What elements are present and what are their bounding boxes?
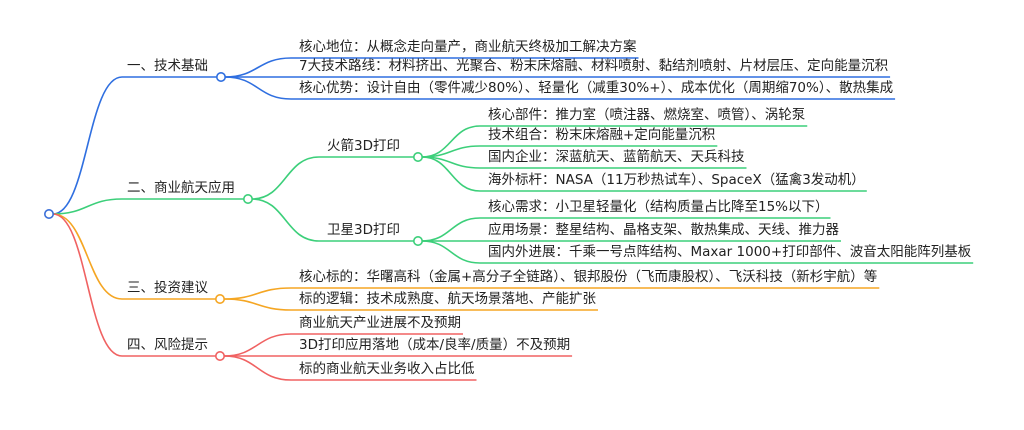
leaf-core-targets[interactable]: 核心标的：华曙高科（金属+高分子全链路）、银邦股份（飞而康股权）、飞沃科技（新杉… xyxy=(299,269,878,285)
leaf-risk-industry[interactable]: 商业航天产业进展不及预期 xyxy=(299,315,461,331)
leaf-rocket-core-parts[interactable]: 核心部件：推力室（喷注器、燃烧室、喷管）、涡轮泵 xyxy=(488,107,806,123)
edge-sub-1-leaf-0 xyxy=(421,217,481,242)
edge-sub-0-leaf-3 xyxy=(421,156,481,192)
branch-node-dot-3[interactable] xyxy=(215,350,226,361)
sub-node-dot-1[interactable] xyxy=(412,236,423,247)
edge-branch-3-leaf-0 xyxy=(223,333,292,357)
leaf-core-advantages[interactable]: 核心优势：设计自由（零件减少80%）、轻量化（减重30%+）、成本优化（周期缩7… xyxy=(299,80,894,96)
branch-risk[interactable]: 四、风险提示 xyxy=(127,337,208,353)
branch-node-dot-0[interactable] xyxy=(216,72,227,83)
edge-sub-1-leaf-2 xyxy=(421,240,481,264)
edge-branch-0-leaf-2 xyxy=(224,76,292,100)
leaf-sat-scenarios[interactable]: 应用场景：整星结构、晶格支架、散热集成、天线、推力器 xyxy=(488,222,839,238)
edge-root-branch-1 xyxy=(52,198,123,215)
branch-commercial-space[interactable]: 二、商业航天应用 xyxy=(127,180,235,196)
leaf-rocket-overseas[interactable]: 海外标杆：NASA（11万秒热试车）、SpaceX（猛禽3发动机） xyxy=(488,172,865,188)
edge-branch-1-sub-0 xyxy=(251,156,320,200)
root-node-dot[interactable] xyxy=(43,209,54,220)
leaf-risk-3dprint[interactable]: 3D打印应用落地（成本/良率/质量）不及预期 xyxy=(299,337,571,353)
leaf-sat-core-need[interactable]: 核心需求：小卫星轻量化（结构质量占比降至15%以下） xyxy=(488,199,829,215)
edge-root-branch-2 xyxy=(52,213,123,300)
branch-investment[interactable]: 三、投资建议 xyxy=(127,280,208,296)
leaf-risk-revenue[interactable]: 标的商业航天业务收入占比低 xyxy=(299,361,475,377)
sub-node-dot-0[interactable] xyxy=(412,152,423,163)
root-node[interactable] xyxy=(43,208,55,220)
branch-node-dot-1[interactable] xyxy=(243,194,254,205)
sub-rocket-3d-printing[interactable]: 火箭3D打印 xyxy=(327,138,400,154)
branch-tech-foundation[interactable]: 一、技术基础 xyxy=(127,58,208,74)
edge-branch-0-leaf-0 xyxy=(224,57,292,78)
sub-satellite-3d-printing[interactable]: 卫星3D打印 xyxy=(327,222,400,238)
edge-branch-2-leaf-1 xyxy=(223,298,292,311)
leaf-rocket-tech-combo[interactable]: 技术组合：粉末床熔融+定向能量沉积 xyxy=(488,127,716,143)
leaf-tech-routes[interactable]: 7大技术路线：材料挤出、光聚合、粉末床熔融、材料喷射、黏结剂喷射、片材层压、定向… xyxy=(299,58,889,74)
edge-branch-2-leaf-0 xyxy=(223,287,292,300)
leaf-target-logic[interactable]: 标的逻辑：技术成熟度、航天场景落地、产能扩张 xyxy=(299,291,596,307)
branch-node-dot-2[interactable] xyxy=(215,293,226,304)
edge-branch-3-leaf-2 xyxy=(223,355,292,381)
edge-root-branch-3 xyxy=(52,213,123,357)
edge-branch-1-sub-1 xyxy=(251,198,320,242)
leaf-rocket-domestic[interactable]: 国内企业：深蓝航天、蓝箭航天、天兵科技 xyxy=(488,149,745,165)
leaf-core-position[interactable]: 核心地位：从概念走向量产，商业航天终极加工解决方案 xyxy=(299,39,637,55)
edge-root-branch-0 xyxy=(52,76,123,215)
leaf-sat-progress[interactable]: 国内外进展：千乘一号点阵结构、Maxar 1000+打印部件、波音太阳能阵列基板 xyxy=(488,244,972,260)
